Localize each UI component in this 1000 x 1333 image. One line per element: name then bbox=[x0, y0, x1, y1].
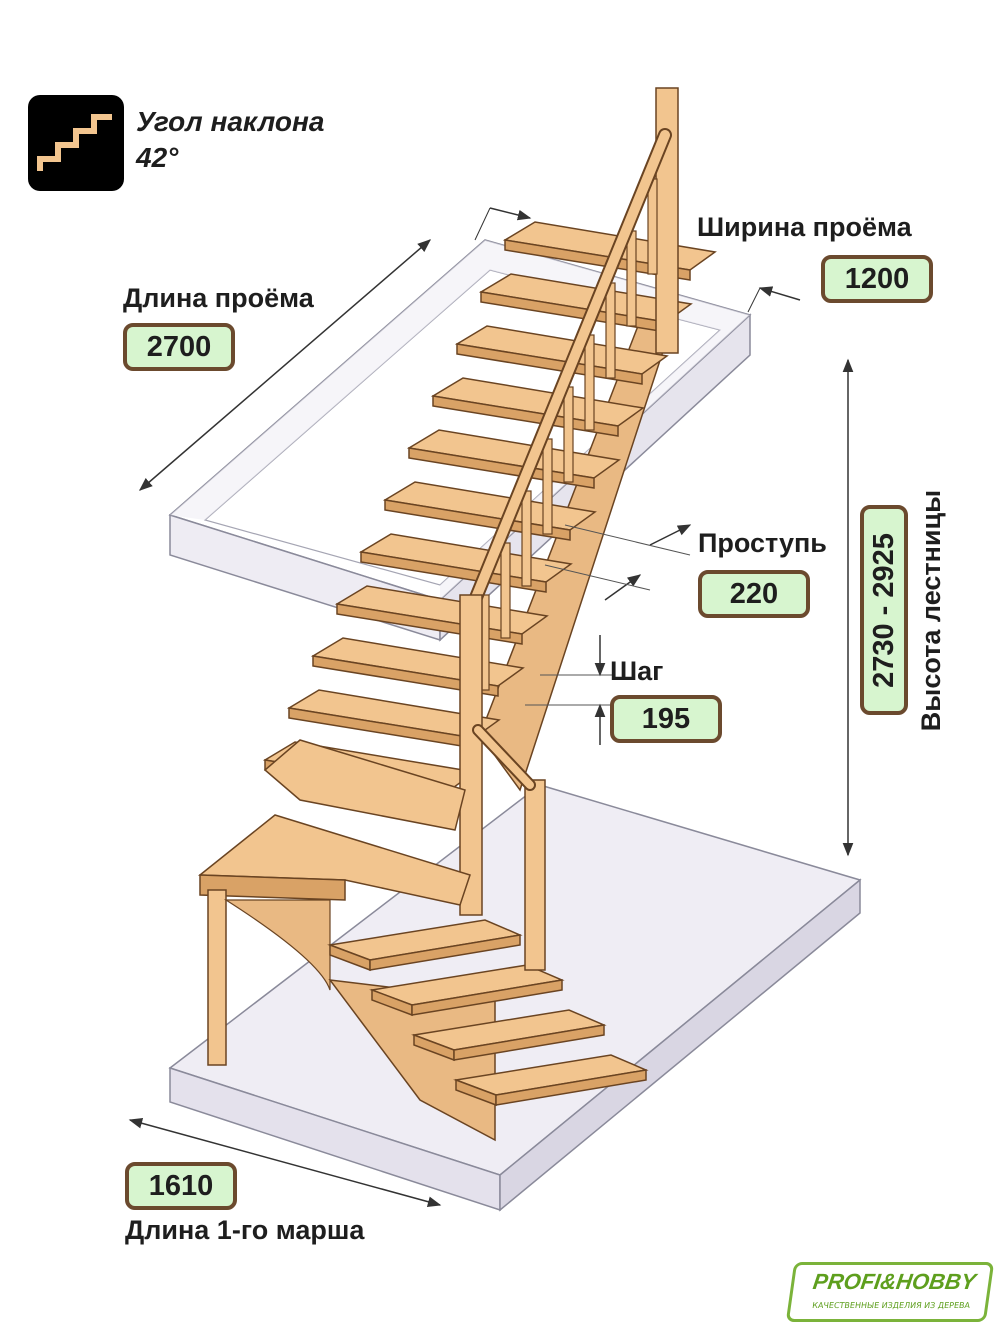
opening-length-label: Длина проёма bbox=[123, 283, 314, 313]
lower-tread-front bbox=[453, 1024, 605, 1061]
dimension-opening-length bbox=[138, 239, 432, 491]
winder-landing bbox=[197, 739, 471, 1066]
angle-value: 42° bbox=[136, 142, 179, 173]
upper-tread-edge bbox=[456, 343, 643, 385]
angle-info: Угол наклона 42° bbox=[136, 104, 324, 176]
step-value: 195 bbox=[610, 695, 722, 743]
height-value: 2730 - 2925 bbox=[860, 505, 908, 715]
angle-label: Угол наклона bbox=[136, 106, 325, 137]
baluster bbox=[584, 334, 595, 431]
baluster bbox=[626, 230, 637, 327]
stairs-icon bbox=[28, 95, 124, 191]
opening-width-value: 1200 bbox=[821, 255, 933, 303]
opening-length-value: 2700 bbox=[123, 323, 235, 371]
lower-tread-front bbox=[495, 1069, 647, 1106]
baluster bbox=[563, 386, 574, 483]
dimension-opening-width bbox=[474, 207, 801, 313]
logo-tagline: КАЧЕСТВЕННЫЕ ИЗДЕЛИЯ ИЗ ДЕРЕВА bbox=[811, 1301, 971, 1310]
dimension-tread bbox=[544, 524, 692, 601]
baluster bbox=[605, 282, 616, 379]
baluster bbox=[500, 542, 511, 639]
baluster bbox=[647, 178, 658, 275]
upper-tread-edge bbox=[312, 655, 499, 697]
baluster bbox=[542, 438, 553, 535]
lower-tread-front bbox=[369, 934, 521, 971]
logo-name: PROFI&HOBBY bbox=[811, 1269, 978, 1294]
center-post bbox=[459, 594, 483, 916]
tread-value: 220 bbox=[698, 570, 810, 618]
first-flight-label: Длина 1-го марша bbox=[125, 1215, 365, 1245]
upper-handrail bbox=[468, 87, 679, 691]
height-label: Высота лестницы bbox=[916, 489, 947, 731]
dimension-step bbox=[525, 635, 615, 745]
lower-flight bbox=[327, 724, 649, 1142]
first-flight-value: 1610 bbox=[125, 1162, 237, 1210]
opening-width-label: Ширина проёма bbox=[697, 212, 912, 242]
baluster bbox=[521, 490, 532, 587]
step-label: Шаг bbox=[610, 656, 664, 686]
lower-tread-front bbox=[411, 979, 563, 1016]
tread-label: Проступь bbox=[698, 528, 827, 558]
brand-logo: PROFI&HOBBY КАЧЕСТВЕННЫЕ ИЗДЕЛИЯ ИЗ ДЕРЕ… bbox=[785, 1262, 995, 1322]
dimension-first-flight bbox=[128, 1118, 442, 1207]
